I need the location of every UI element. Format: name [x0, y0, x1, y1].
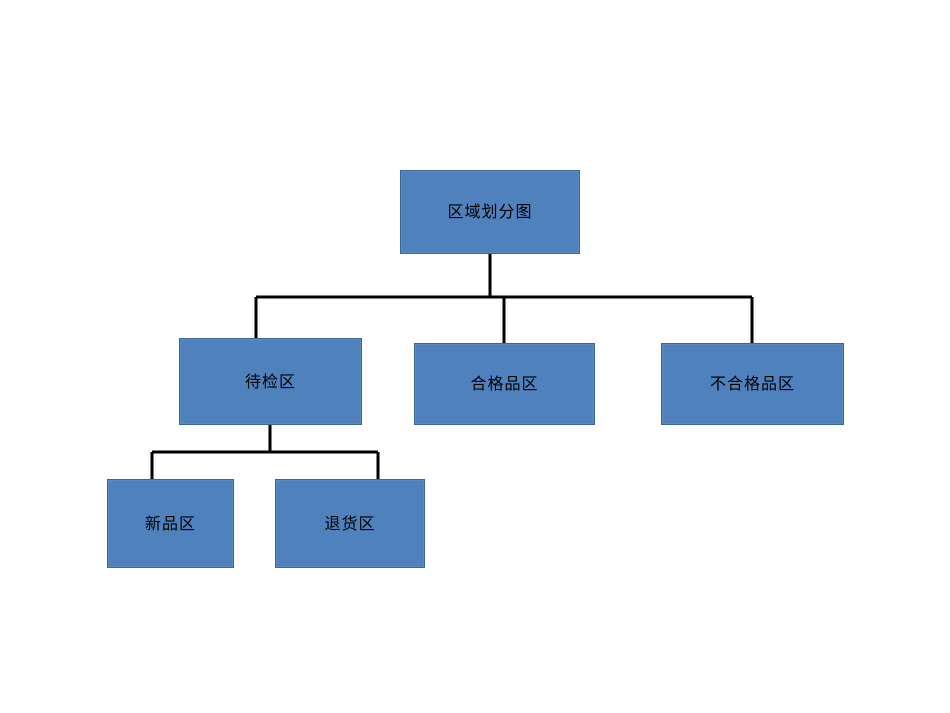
node-new-goods[interactable]: 新品区	[107, 479, 234, 568]
node-pending[interactable]: 待检区	[179, 338, 362, 425]
node-qualified-label: 合格品区	[470, 374, 539, 394]
node-unqualified-label: 不合格品区	[709, 374, 795, 394]
node-pending-label: 待检区	[244, 371, 296, 391]
node-qualified[interactable]: 合格品区	[414, 343, 595, 425]
node-root[interactable]: 区域划分图	[400, 170, 580, 254]
node-unqualified[interactable]: 不合格品区	[661, 343, 844, 425]
node-returned-goods[interactable]: 退货区	[275, 479, 425, 568]
node-new-goods-label: 新品区	[144, 513, 196, 533]
node-returned-goods-label: 退货区	[324, 513, 376, 533]
node-root-label: 区域划分图	[447, 202, 533, 222]
